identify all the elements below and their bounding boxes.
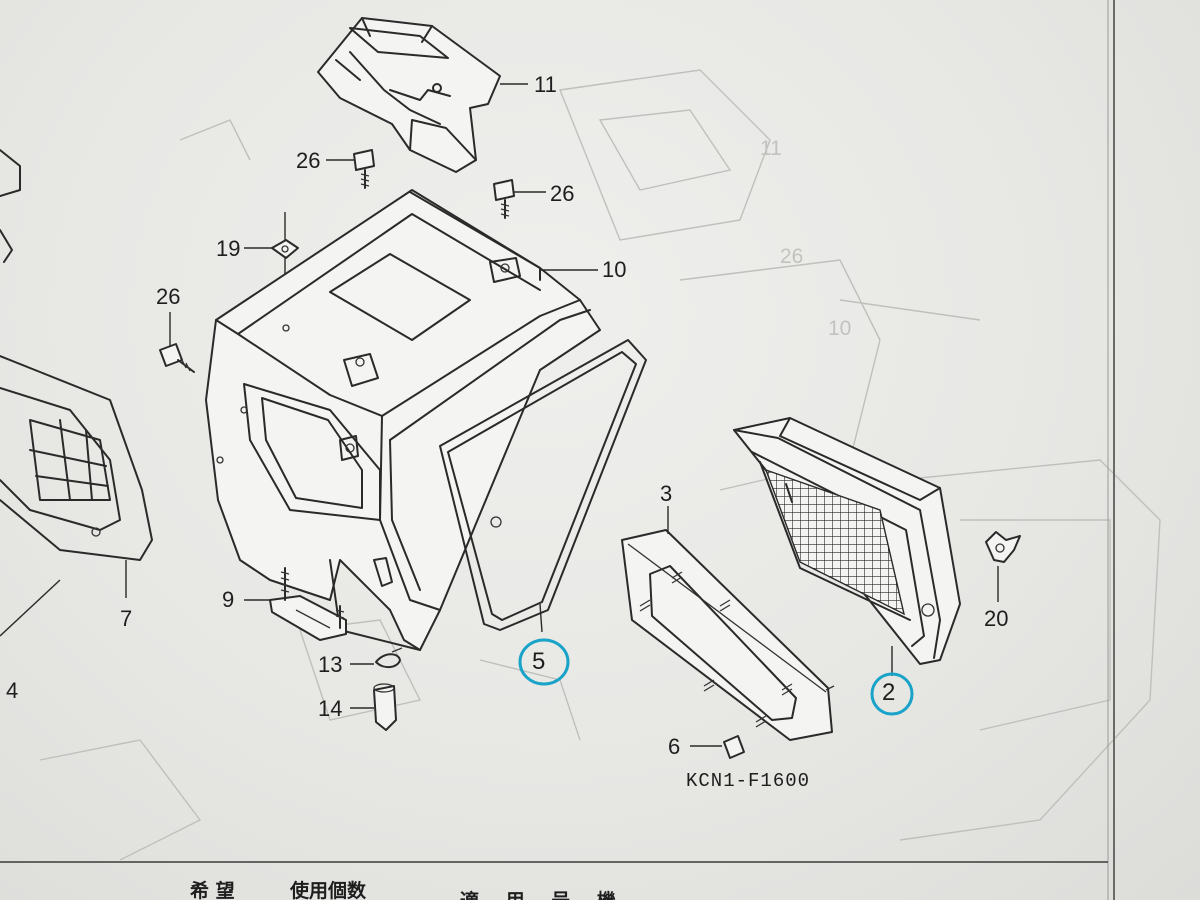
bolt-26-upper — [326, 149, 375, 189]
callout-19: 19 — [216, 236, 241, 261]
bolt-26-right — [493, 179, 546, 219]
hand-circle-5 — [518, 638, 570, 686]
callout-26-upper: 26 — [296, 148, 321, 173]
callout-2: 2 — [882, 679, 896, 706]
part-7-housing — [0, 149, 153, 637]
figure-code: KCN1-F1600 — [686, 770, 811, 792]
callout-13: 13 — [318, 652, 343, 677]
callout-20: 20 — [984, 606, 1009, 631]
callout-3: 3 — [660, 481, 673, 506]
ghost-callout-26: 26 — [780, 245, 804, 268]
part-6-collar — [690, 735, 745, 759]
footer-col-shiyou: 使用個数 — [290, 880, 367, 900]
part-20-wingnut — [985, 531, 1021, 602]
callout-6: 6 — [668, 734, 681, 759]
part-14-sleeve — [350, 683, 397, 731]
part-2-filter — [733, 417, 961, 676]
part-3-frame — [621, 506, 835, 741]
part-9-bracket — [244, 567, 347, 641]
callout-9: 9 — [222, 587, 235, 612]
ghost-callout-11: 11 — [760, 137, 782, 160]
callout-7: 7 — [120, 606, 133, 631]
part-13-clip — [350, 647, 403, 668]
ghost-bleed-through — [39, 69, 1161, 861]
callout-14: 14 — [318, 696, 343, 721]
callout-4: 4 — [6, 678, 19, 703]
footer-col-kibou: 希 望 — [190, 880, 235, 900]
bolt-26-left — [159, 312, 195, 373]
ghost-callout-10: 10 — [828, 317, 852, 340]
callout-11: 11 — [534, 72, 557, 97]
part-11-duct — [317, 17, 528, 173]
callout-26-right: 26 — [550, 181, 575, 206]
part-5-gasket — [439, 339, 647, 633]
callout-10: 10 — [602, 257, 627, 282]
part-10-case — [205, 189, 601, 651]
callout-5: 5 — [532, 648, 546, 675]
hand-circle-2 — [870, 672, 914, 716]
callout-26-left: 26 — [156, 284, 181, 309]
footer-col-tekiyou: 適 用 号 機 — [460, 886, 626, 900]
